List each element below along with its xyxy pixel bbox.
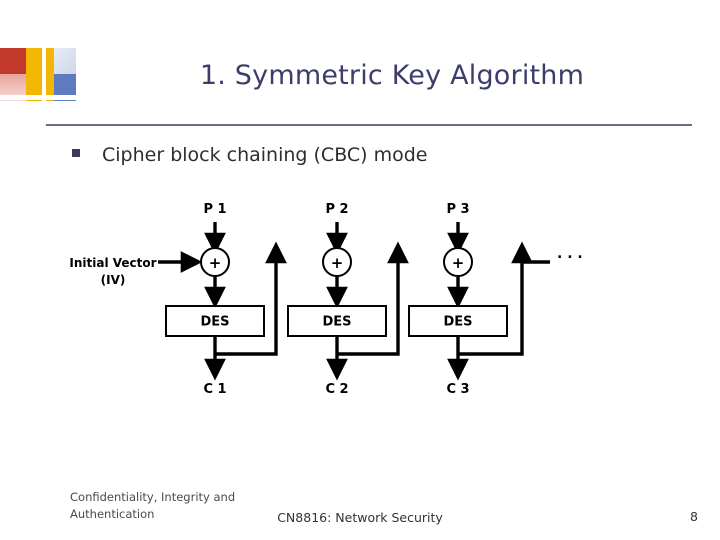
iv-label-line2: (IV): [101, 273, 126, 287]
bullet-item: Cipher block chaining (CBC) mode: [72, 144, 428, 166]
footer-left-line-2: Authentication: [70, 506, 155, 521]
deco-block-yellow: [26, 48, 54, 101]
deco-divider-horizontal: [0, 95, 92, 100]
slide-title: 1. Symmetric Key Algorithm: [199, 60, 585, 91]
ciphertext-label-3: C 3: [446, 382, 469, 397]
feedback-path-1: [215, 241, 287, 356]
iv-label-line1: Initial Vector: [69, 256, 156, 270]
xor-symbol-2: +: [331, 254, 344, 272]
des-box-label-3: DES: [443, 315, 472, 330]
bullet-item-label: Cipher block chaining (CBC) mode: [102, 144, 428, 166]
bullet-square-icon: [72, 149, 80, 157]
footer-page-number: 8: [690, 509, 698, 524]
title-underline-rule: [46, 124, 692, 126]
xor-symbol-3: +: [452, 254, 465, 272]
xor-symbol-1: +: [209, 254, 222, 272]
plaintext-label-1: P 1: [203, 202, 226, 217]
deco-divider-vertical: [42, 48, 46, 126]
ciphertext-label-1: C 1: [203, 382, 226, 397]
plaintext-label-2: P 2: [325, 202, 348, 217]
des-box-label-1: DES: [200, 315, 229, 330]
footer-center-label: CN8816: Network Security: [277, 510, 443, 525]
ciphertext-label-2: C 2: [325, 382, 348, 397]
xor-node-2: [322, 247, 352, 277]
deco-block-red: [0, 48, 26, 74]
des-box-label-2: DES: [322, 315, 351, 330]
cbc-mode-diagram: P 1 P 2 P 3 C 1 C 2 C 3 + + +: [60, 186, 660, 416]
feedback-path-2: [337, 241, 409, 356]
feedback-path-3: [458, 241, 533, 356]
plaintext-label-3: P 3: [446, 202, 469, 217]
des-box-2: [287, 305, 387, 337]
decorative-corner-blocks: [0, 48, 92, 128]
deco-block-blue-light: [54, 48, 76, 74]
ellipsis-label: . . .: [557, 246, 583, 262]
footer-left-line-1: Confidentiality, Integrity and: [70, 490, 236, 504]
footer-left: Confidentiality, Integrity and Authentic…: [70, 489, 290, 522]
deco-block-blue: [54, 74, 76, 101]
xor-node-3: [443, 247, 473, 277]
